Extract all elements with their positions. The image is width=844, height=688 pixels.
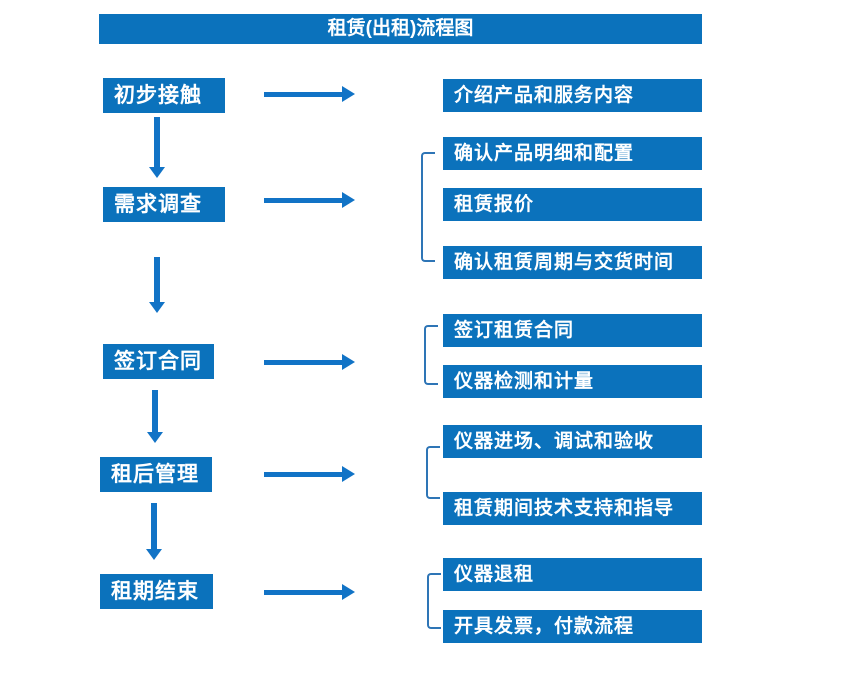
step-box-initial-contact: 初步接触 — [103, 78, 225, 113]
arrow-head-icon — [149, 167, 165, 178]
arrow-shaft — [154, 257, 160, 304]
right-arrow-3-icon — [264, 354, 355, 371]
flowchart-title: 租赁(出租)流程图 — [99, 14, 702, 44]
bracket-group-demand-survey-icon — [421, 152, 435, 262]
detail-box-instrument-setup: 仪器进场、调试和验收 — [443, 425, 702, 458]
step-box-lease-end: 租期结束 — [100, 574, 213, 609]
detail-box-instrument-testing: 仪器检测和计量 — [443, 365, 702, 398]
arrow-head-icon — [342, 354, 355, 370]
down-arrow-1-icon — [149, 117, 165, 178]
right-arrow-1-icon — [264, 86, 355, 103]
down-arrow-2-icon — [149, 257, 165, 313]
arrow-shaft — [151, 503, 157, 551]
arrow-shaft — [264, 360, 343, 365]
arrow-head-icon — [342, 192, 355, 208]
arrow-shaft — [152, 390, 158, 434]
step-box-sign-contract: 签订合同 — [103, 344, 214, 379]
detail-box-confirm-period: 确认租赁周期与交货时间 — [443, 246, 702, 279]
arrow-shaft — [264, 198, 343, 203]
step-box-demand-survey: 需求调查 — [103, 187, 225, 222]
detail-box-instrument-return: 仪器退租 — [443, 558, 702, 591]
detail-box-rental-quote: 租赁报价 — [443, 188, 702, 221]
detail-box-invoice-payment: 开具发票，付款流程 — [443, 610, 702, 643]
detail-box-tech-support: 租赁期间技术支持和指导 — [443, 492, 702, 525]
arrow-head-icon — [149, 302, 165, 313]
arrow-shaft — [264, 92, 343, 97]
arrow-head-icon — [342, 466, 355, 482]
arrow-head-icon — [342, 584, 355, 600]
detail-box-sign-rental-contract: 签订租赁合同 — [443, 314, 702, 347]
bracket-group-post-rental-icon — [426, 446, 440, 499]
arrow-shaft — [264, 590, 343, 595]
step-box-post-rental-management: 租后管理 — [100, 457, 212, 492]
down-arrow-4-icon — [146, 503, 162, 560]
right-arrow-5-icon — [264, 584, 355, 601]
detail-box-confirm-details: 确认产品明细和配置 — [443, 137, 702, 170]
arrow-shaft — [154, 117, 160, 169]
arrow-head-icon — [342, 86, 355, 102]
bracket-group-lease-end-icon — [427, 573, 441, 629]
right-arrow-4-icon — [264, 466, 355, 483]
bracket-group-sign-contract-icon — [424, 325, 438, 385]
arrow-shaft — [264, 472, 343, 477]
arrow-head-icon — [147, 432, 163, 443]
arrow-head-icon — [146, 549, 162, 560]
right-arrow-2-icon — [264, 192, 355, 209]
down-arrow-3-icon — [147, 390, 163, 443]
detail-box-intro-products: 介绍产品和服务内容 — [443, 79, 702, 112]
